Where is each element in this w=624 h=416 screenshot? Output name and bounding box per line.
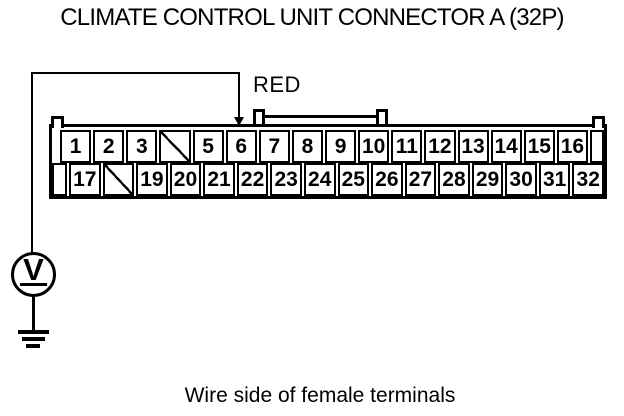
ground-bar-3 [26, 344, 40, 348]
pin-cell-23: 23 [270, 163, 302, 196]
bottom-row-end-cell [52, 163, 67, 196]
pin-cell-29: 29 [471, 163, 504, 196]
ground-stem [32, 296, 35, 331]
pin-cell-16: 16 [556, 130, 588, 163]
connector-corner-tab-right [592, 116, 605, 128]
pin-cell-28: 28 [438, 163, 470, 196]
pin-cell-14: 14 [490, 130, 522, 163]
pin-cell-15: 15 [523, 130, 555, 163]
pin-cell-6: 6 [225, 130, 257, 163]
pin-cell-21: 21 [203, 163, 235, 196]
pin-cell-2: 2 [93, 130, 125, 163]
top-row-left-gap [52, 130, 60, 163]
pin-cell-19: 19 [136, 163, 168, 196]
pin-cell-25: 25 [337, 163, 370, 196]
pin-cell-12: 12 [424, 130, 456, 163]
pin-cell-20: 20 [169, 163, 202, 196]
connector-latch-bar [263, 115, 378, 124]
pin-cell-32: 32 [572, 163, 604, 196]
pin-cell-5: 5 [192, 130, 224, 163]
pin-cell-8: 8 [291, 130, 323, 163]
voltmeter-label: V [23, 252, 44, 287]
wire-vertical-segment-to-pin6 [238, 72, 240, 119]
connector-latch-tab-right [376, 109, 388, 124]
ground-bar-1 [18, 330, 49, 334]
pin-cell-11: 11 [391, 130, 423, 163]
pin-cell-blocked [102, 163, 135, 196]
pin-cell-31: 31 [538, 163, 571, 196]
voltmeter-underline [20, 283, 47, 287]
top-row-end-cell [590, 130, 604, 163]
pin-cell-13: 13 [457, 130, 489, 163]
pin-cell-27: 27 [404, 163, 437, 196]
pin-cell-30: 30 [505, 163, 537, 196]
wire-color-label: RED [253, 72, 301, 97]
pin-cell-1: 1 [60, 130, 92, 163]
pin-cell-24: 24 [303, 163, 336, 196]
pin-cell-17: 17 [69, 163, 101, 196]
connector-latch-tab-left [253, 109, 265, 124]
wire-horizontal-segment [32, 72, 239, 74]
pin-cell-7: 7 [258, 130, 290, 163]
caption: Wire side of female terminals [184, 384, 456, 407]
voltmeter-symbol: V [11, 252, 56, 297]
page-title: CLIMATE CONTROL UNIT CONNECTOR A (32P) [60, 4, 564, 31]
pin-cell-22: 22 [236, 163, 269, 196]
pin-cell-26: 26 [371, 163, 403, 196]
wire-vertical-segment-to-meter [31, 72, 33, 253]
pin-cell-9: 9 [325, 130, 357, 163]
pin-cell-10: 10 [358, 130, 390, 163]
connector-corner-tab-left [51, 116, 64, 128]
wire-arrowhead-icon [234, 117, 244, 126]
pin-cell-3: 3 [126, 130, 158, 163]
ground-bar-2 [22, 337, 45, 341]
pin-cell-blocked [159, 130, 191, 163]
